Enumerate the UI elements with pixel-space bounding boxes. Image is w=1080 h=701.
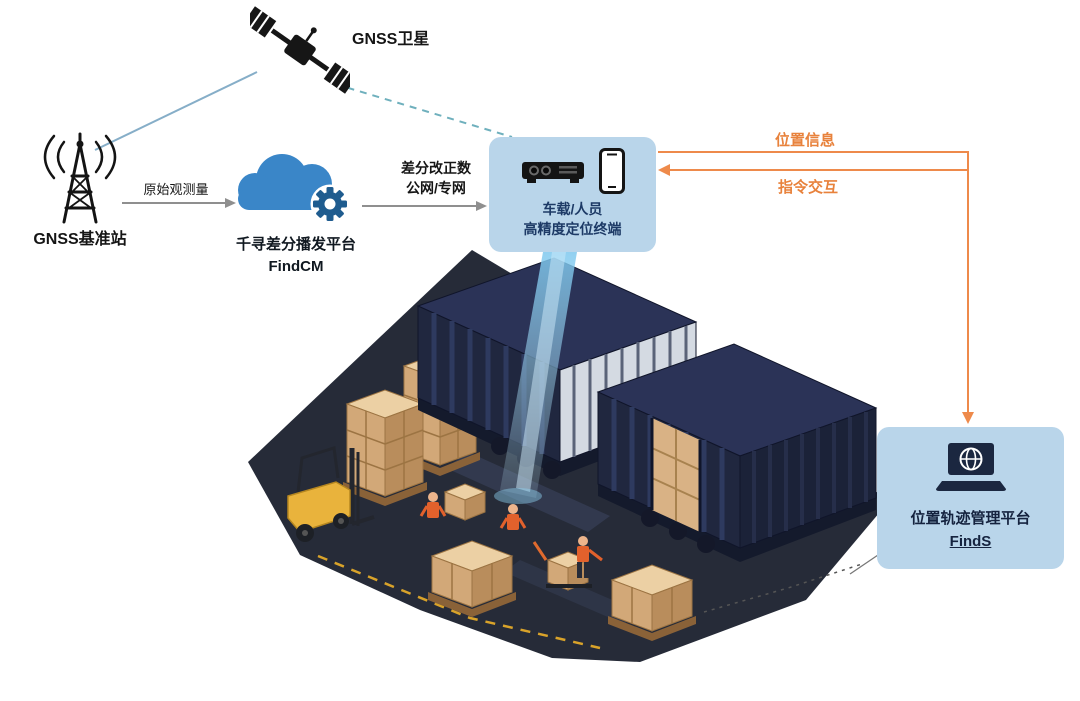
terminal-label-line2: 高精度定位终端	[523, 221, 622, 238]
link-base-to-cloud-arrow	[122, 198, 236, 208]
warehouse-scene	[248, 250, 890, 662]
floor-lane-marking	[317, 554, 601, 650]
carton-box	[443, 483, 487, 521]
worker-figure	[577, 536, 603, 578]
cloud-platform-name: 千寻差分播发平台	[235, 236, 356, 253]
worker-figure	[499, 504, 527, 546]
terminal-node: 车载/人员 高精度定位终端	[489, 137, 656, 252]
forklift	[287, 446, 375, 542]
link-platform-to-terminal-arrow	[658, 164, 968, 176]
base-station-label: GNSS基准站	[33, 231, 127, 248]
cloud-gear-icon	[230, 140, 362, 239]
cloud-platform-label: 千寻差分播发平台 FindCM	[208, 234, 384, 278]
cloud-platform-product: FindCM	[268, 257, 324, 275]
carton-stack	[343, 389, 427, 506]
link-platform-to-scene	[849, 554, 879, 575]
satellite-icon	[243, 4, 357, 99]
radio-tower-icon	[20, 130, 140, 235]
floor-walkway	[504, 560, 640, 624]
smartphone-icon	[598, 147, 625, 199]
receiver-icon	[521, 156, 585, 191]
container-open-door-cargo	[650, 418, 702, 532]
positioning-beam	[494, 252, 577, 504]
management-platform-product: FindS	[949, 532, 992, 550]
link-satellite-to-terminal	[334, 83, 513, 138]
satellite-label: GNSS卫星	[352, 31, 430, 48]
link-base-to-satellite	[94, 71, 258, 151]
link-cloud-to-terminal-arrow	[362, 201, 487, 211]
corrections-label: 差分改正数 公网/专网	[384, 158, 488, 199]
laptop-globe-icon	[934, 441, 1008, 500]
shipping-container	[596, 343, 878, 562]
position-info-label: 位置信息	[774, 132, 835, 149]
worker-figure	[419, 492, 447, 534]
command-interaction-label: 指令交互	[777, 179, 838, 196]
pallet-with-cartons	[428, 540, 516, 617]
corrections-line2: 公网/专网	[406, 180, 466, 197]
management-platform-node: 位置轨迹管理平台 FindS	[877, 427, 1064, 569]
raw-observation-label: 原始观测量	[143, 182, 209, 197]
management-platform-name: 位置轨迹管理平台	[910, 510, 1031, 527]
terminal-label-line1: 车载/人员	[542, 201, 603, 217]
corrections-line1: 差分改正数	[401, 160, 471, 176]
pallet-with-cartons	[608, 564, 696, 641]
link-terminal-to-platform-arrow	[658, 151, 974, 424]
